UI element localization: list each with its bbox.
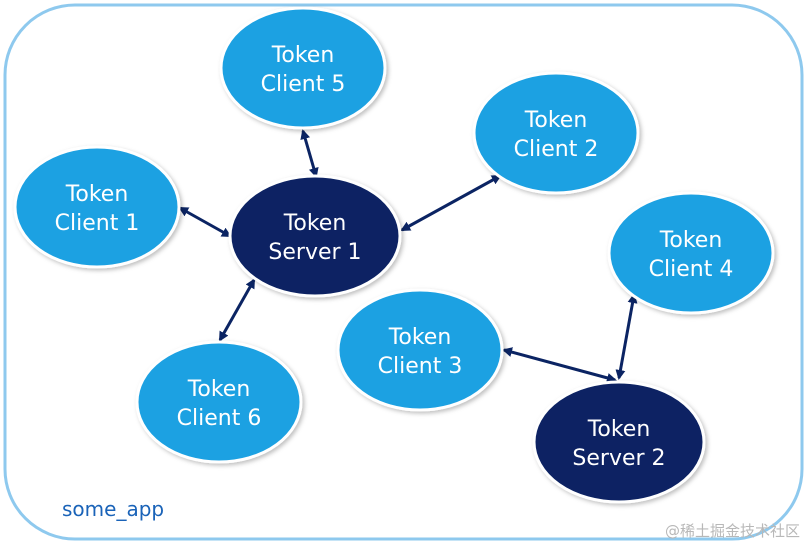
connector-server1-client6 — [218, 278, 256, 342]
node-label-line2: Server 1 — [268, 240, 361, 265]
node-shape — [135, 340, 303, 464]
node-label-line1: Token — [271, 43, 335, 68]
node-shape — [228, 174, 402, 298]
node-token-client-6[interactable]: Token Client 6 — [135, 340, 303, 464]
node-token-client-5[interactable]: Token Client 5 — [219, 6, 387, 130]
node-label-line2: Client 5 — [261, 72, 346, 97]
node-label-line1: Token — [659, 228, 723, 253]
node-label-line1: Token — [388, 325, 452, 350]
watermark-text: @稀土掘金技术社区 — [665, 522, 800, 540]
node-label-line1: Token — [283, 211, 347, 236]
connector-server1-client1 — [178, 206, 232, 238]
app-name-label: some_app — [62, 497, 164, 521]
node-label-line1: Token — [587, 417, 651, 442]
node-token-client-4[interactable]: Token Client 4 — [607, 191, 775, 315]
connector-server2-client4 — [615, 293, 638, 380]
node-shape — [532, 380, 706, 504]
node-shape — [13, 145, 181, 269]
node-token-server-2[interactable]: Token Server 2 — [532, 380, 706, 504]
connector-server1-client2 — [400, 174, 502, 232]
connector-server1-client5 — [300, 129, 319, 178]
node-label-line2: Client 3 — [378, 354, 463, 379]
node-label-line2: Client 4 — [649, 257, 734, 282]
node-label-line1: Token — [187, 377, 251, 402]
node-shape — [472, 71, 640, 195]
node-shape — [607, 191, 775, 315]
node-label-line2: Client 6 — [177, 406, 262, 431]
node-token-client-2[interactable]: Token Client 2 — [472, 71, 640, 195]
node-label-line2: Client 2 — [514, 137, 599, 162]
node-label-line1: Token — [65, 182, 129, 207]
node-token-client-3[interactable]: Token Client 3 — [336, 288, 504, 412]
connections — [178, 129, 638, 383]
node-label-line2: Client 1 — [55, 211, 140, 236]
node-label-line2: Server 2 — [572, 446, 665, 471]
node-shape — [219, 6, 387, 130]
node-token-server-1[interactable]: Token Server 1 — [228, 174, 402, 298]
node-shape — [336, 288, 504, 412]
node-label-line1: Token — [524, 108, 588, 133]
node-token-client-1[interactable]: Token Client 1 — [13, 145, 181, 269]
connector-server2-client3 — [502, 347, 617, 383]
